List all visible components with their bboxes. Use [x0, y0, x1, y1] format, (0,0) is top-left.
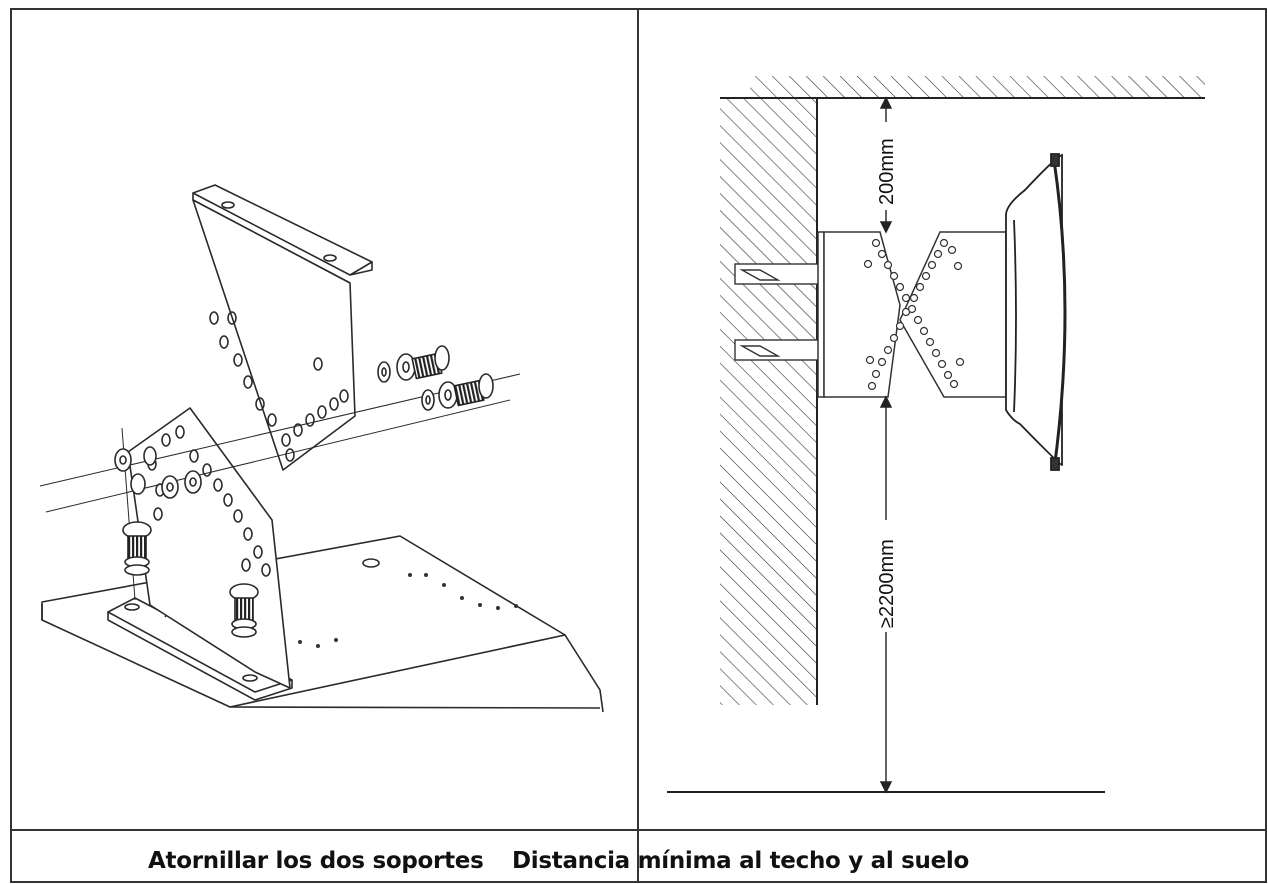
dimension-label-bg [876, 122, 896, 632]
ceiling-hatch [750, 76, 1205, 98]
mount-plate [817, 231, 1007, 398]
wall-mount-illustration: 200mm ≥2200mm [667, 76, 1205, 794]
bracket-assembly-illustration [39, 184, 604, 713]
ceiling-gap-label: 200mm [876, 138, 898, 205]
washer-set-left [114, 446, 202, 499]
table-frame [10, 8, 1267, 883]
screw-set-bottom [122, 521, 259, 638]
heater-unit [1005, 153, 1067, 471]
caption-left: Atornillar los dos soportes [148, 848, 484, 874]
caption-right: Distancia mínima al techo y al suelo [512, 848, 969, 874]
floor-height-label: ≥2200mm [876, 539, 898, 628]
wall-hatch [720, 98, 817, 705]
mount-plate-holes [863, 238, 965, 391]
screw-set-right [377, 345, 494, 411]
upper-bracket [192, 184, 373, 471]
